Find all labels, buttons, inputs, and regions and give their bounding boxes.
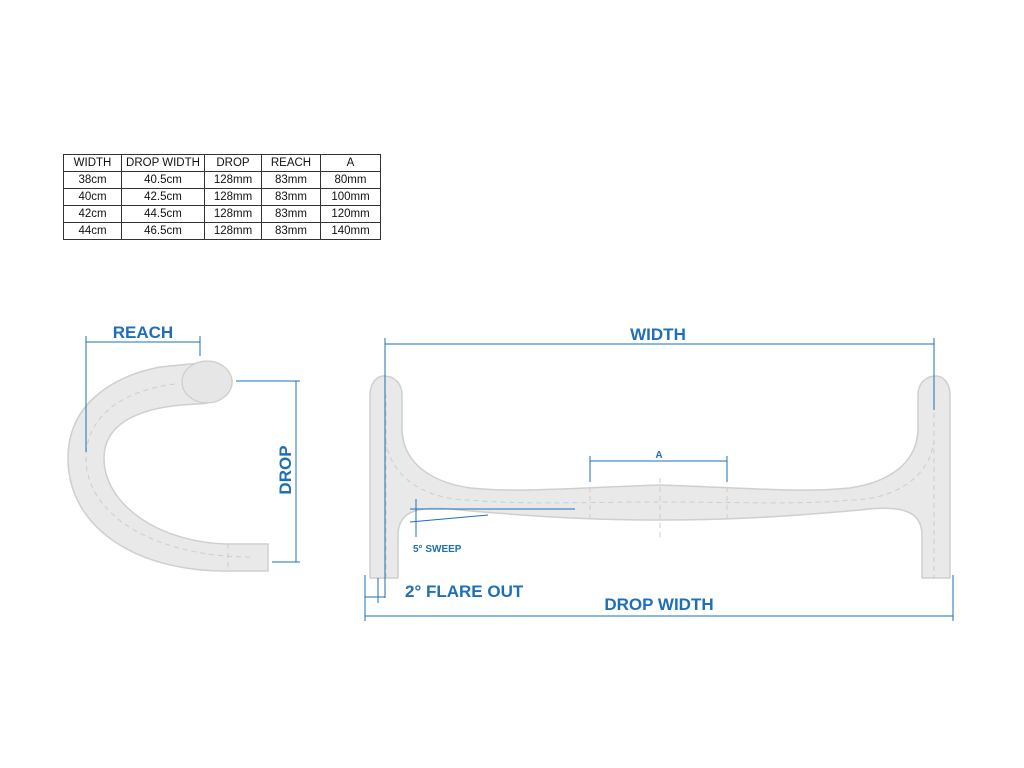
- side-view: REACH DROP: [67, 323, 300, 572]
- flare-label: 2° FLARE OUT: [405, 582, 524, 601]
- table-cell: 128mm: [204, 205, 262, 223]
- width-label: WIDTH: [630, 325, 686, 344]
- table-cell: 44.5cm: [121, 205, 205, 223]
- drop-width-label: DROP WIDTH: [604, 595, 713, 614]
- table-cell: 44cm: [63, 222, 122, 240]
- drop-label: DROP: [276, 445, 295, 494]
- front-bar-shape: [369, 375, 951, 579]
- a-label: A: [655, 450, 662, 461]
- front-view: WIDTH A 5° SWEEP 2° FLARE OUT DROP WIDTH: [364, 325, 954, 621]
- front-centerline: [385, 395, 935, 578]
- sweep-label: 5° SWEEP: [413, 544, 462, 555]
- table-row: 44cm 46.5cm 128mm 83mm 140mm: [63, 222, 381, 240]
- geometry-table: WIDTH DROP WIDTH DROP REACH A 38cm 40.5c…: [63, 154, 381, 240]
- table-cell: 83mm: [261, 171, 321, 189]
- side-bar-shape: [67, 362, 269, 572]
- side-centerline: [85, 383, 251, 558]
- table-header-row: WIDTH DROP WIDTH DROP REACH A: [63, 154, 381, 172]
- table-cell: 128mm: [204, 222, 262, 240]
- table-cell: 42cm: [63, 205, 122, 223]
- table-cell: 83mm: [261, 222, 321, 240]
- table-cell: 140mm: [320, 222, 381, 240]
- table-cell: 80mm: [320, 171, 381, 189]
- side-clamp-ellipse: [181, 360, 233, 404]
- reach-label: REACH: [113, 323, 173, 342]
- table-cell: 46.5cm: [121, 222, 205, 240]
- sweep-angle-line: [409, 514, 489, 523]
